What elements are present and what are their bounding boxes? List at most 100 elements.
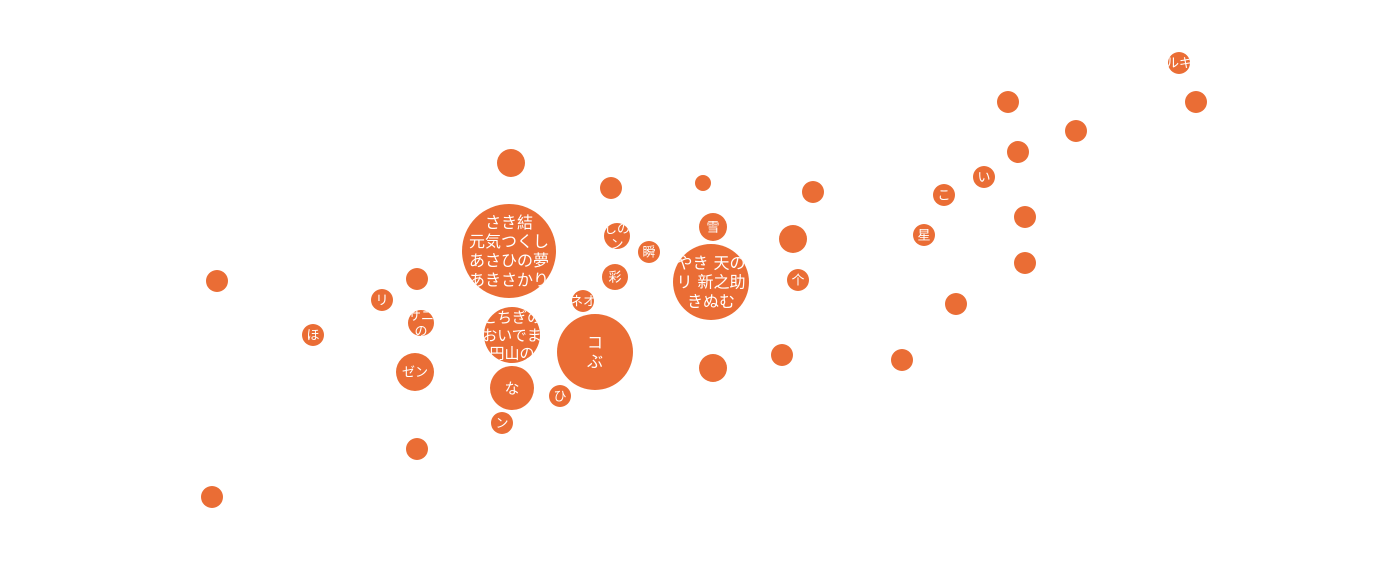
bubble-point[interactable]: 彩 bbox=[602, 264, 628, 290]
bubble-point[interactable] bbox=[1065, 120, 1087, 142]
bubble-point[interactable]: い bbox=[973, 166, 995, 188]
bubble-label: 彩 bbox=[608, 271, 621, 286]
bubble-label: さき結 bbox=[485, 213, 533, 232]
bubble-point[interactable] bbox=[1185, 91, 1207, 113]
bubble-label: やき 天の bbox=[676, 253, 745, 272]
bubble-mark[interactable] bbox=[557, 314, 633, 390]
bubble-mark[interactable] bbox=[802, 181, 824, 203]
bubbles: ほリサニのゼンさき結元気つくしあさひの夢あきさかりとちぎのおいでま円山のなンひネ… bbox=[201, 52, 1207, 508]
bubble-mark[interactable] bbox=[408, 310, 434, 336]
bubble-label: ぶ bbox=[587, 352, 603, 371]
bubble-mark[interactable] bbox=[406, 438, 428, 460]
bubble-mark[interactable] bbox=[600, 177, 622, 199]
bubble-mark[interactable] bbox=[396, 353, 434, 391]
bubble-mark[interactable] bbox=[371, 289, 393, 311]
bubble-mark[interactable] bbox=[699, 213, 727, 241]
bubble-point[interactable]: リ bbox=[371, 289, 393, 311]
bubble-point[interactable]: 星 bbox=[913, 224, 935, 246]
bubble-mark[interactable] bbox=[933, 184, 955, 206]
bubble-point[interactable]: ひ bbox=[549, 385, 571, 407]
bubble-point[interactable] bbox=[802, 181, 824, 203]
bubble-point[interactable] bbox=[771, 344, 793, 366]
bubble-point[interactable]: ゼン bbox=[396, 353, 434, 391]
bubble-point[interactable] bbox=[600, 177, 622, 199]
bubble-mark[interactable] bbox=[484, 307, 540, 363]
bubble-mark[interactable] bbox=[1065, 120, 1087, 142]
bubble-mark[interactable] bbox=[302, 324, 324, 346]
bubble-label: あさひの夢 bbox=[469, 251, 549, 270]
bubble-mark[interactable] bbox=[602, 264, 628, 290]
bubble-label: きぬむ bbox=[687, 292, 735, 311]
bubble-point[interactable]: サニの bbox=[408, 309, 434, 340]
bubble-point[interactable]: 个 bbox=[787, 269, 809, 291]
bubble-label: ほ bbox=[306, 329, 319, 344]
bubble-point[interactable]: ン bbox=[491, 412, 513, 434]
bubble-point[interactable]: ほ bbox=[302, 324, 324, 346]
bubble-mark[interactable] bbox=[1014, 206, 1036, 228]
bubble-label: い bbox=[977, 171, 990, 186]
bubble-point[interactable]: コぶ bbox=[557, 314, 633, 390]
bubble-point[interactable] bbox=[695, 175, 711, 191]
bubble-mark[interactable] bbox=[771, 344, 793, 366]
bubble-label: 个 bbox=[791, 274, 804, 289]
bubble-mark[interactable] bbox=[695, 175, 711, 191]
bubble-point[interactable] bbox=[997, 91, 1019, 113]
bubble-point[interactable] bbox=[891, 349, 913, 371]
bubble-mark[interactable] bbox=[673, 244, 749, 320]
bubble-label: サニ bbox=[408, 309, 434, 324]
bubble-point[interactable] bbox=[497, 149, 525, 177]
bubble-mark[interactable] bbox=[945, 293, 967, 315]
bubble-point[interactable] bbox=[406, 438, 428, 460]
bubble-point[interactable]: しのン bbox=[604, 222, 630, 253]
bubble-label: 円山の bbox=[489, 344, 534, 362]
bubble-mark[interactable] bbox=[1014, 252, 1036, 274]
bubble-point[interactable] bbox=[206, 270, 228, 292]
bubble-point[interactable] bbox=[201, 486, 223, 508]
bubble-mark[interactable] bbox=[491, 412, 513, 434]
bubble-point[interactable]: こ bbox=[933, 184, 955, 206]
bubble-point[interactable]: 瞬 bbox=[638, 241, 660, 263]
bubble-label: おいでま bbox=[482, 326, 542, 344]
bubble-point[interactable] bbox=[1014, 252, 1036, 274]
bubble-label: 元気つくし bbox=[469, 232, 549, 251]
bubble-label: ゼン bbox=[402, 366, 428, 381]
bubble-label: しの bbox=[604, 222, 630, 237]
bubble-mark[interactable] bbox=[891, 349, 913, 371]
bubble-label: ひ bbox=[553, 390, 566, 405]
bubble-point[interactable] bbox=[406, 268, 428, 290]
bubble-mark[interactable] bbox=[638, 241, 660, 263]
bubble-mark[interactable] bbox=[206, 270, 228, 292]
bubble-mark[interactable] bbox=[497, 149, 525, 177]
bubble-point[interactable] bbox=[779, 225, 807, 253]
bubble-mark[interactable] bbox=[490, 366, 534, 410]
bubble-mark[interactable] bbox=[1185, 91, 1207, 113]
bubble-mark[interactable] bbox=[604, 223, 630, 249]
bubble-mark[interactable] bbox=[406, 268, 428, 290]
bubble-mark[interactable] bbox=[699, 354, 727, 382]
bubble-mark[interactable] bbox=[913, 224, 935, 246]
bubble-point[interactable]: ネオ bbox=[570, 290, 596, 312]
bubble-mark[interactable] bbox=[779, 225, 807, 253]
bubble-mark[interactable] bbox=[1007, 141, 1029, 163]
bubble-mark[interactable] bbox=[787, 269, 809, 291]
bubble-point[interactable] bbox=[945, 293, 967, 315]
bubble-mark[interactable] bbox=[973, 166, 995, 188]
bubble-point[interactable] bbox=[1007, 141, 1029, 163]
bubble-point[interactable]: な bbox=[490, 366, 534, 410]
bubble-point[interactable] bbox=[699, 354, 727, 382]
bubble-mark[interactable] bbox=[462, 204, 556, 298]
bubble-point[interactable] bbox=[1014, 206, 1036, 228]
bubble-point[interactable]: 雪 bbox=[699, 213, 727, 241]
bubble-label: あきさかり bbox=[469, 270, 549, 289]
bubble-mark[interactable] bbox=[1168, 52, 1190, 74]
bubble-mark[interactable] bbox=[997, 91, 1019, 113]
bubble-mark[interactable] bbox=[572, 290, 594, 312]
bubble-point[interactable]: ルキ bbox=[1166, 52, 1192, 74]
bubble-mark[interactable] bbox=[549, 385, 571, 407]
bubble-label: ン bbox=[610, 237, 623, 252]
bubble-mark[interactable] bbox=[201, 486, 223, 508]
